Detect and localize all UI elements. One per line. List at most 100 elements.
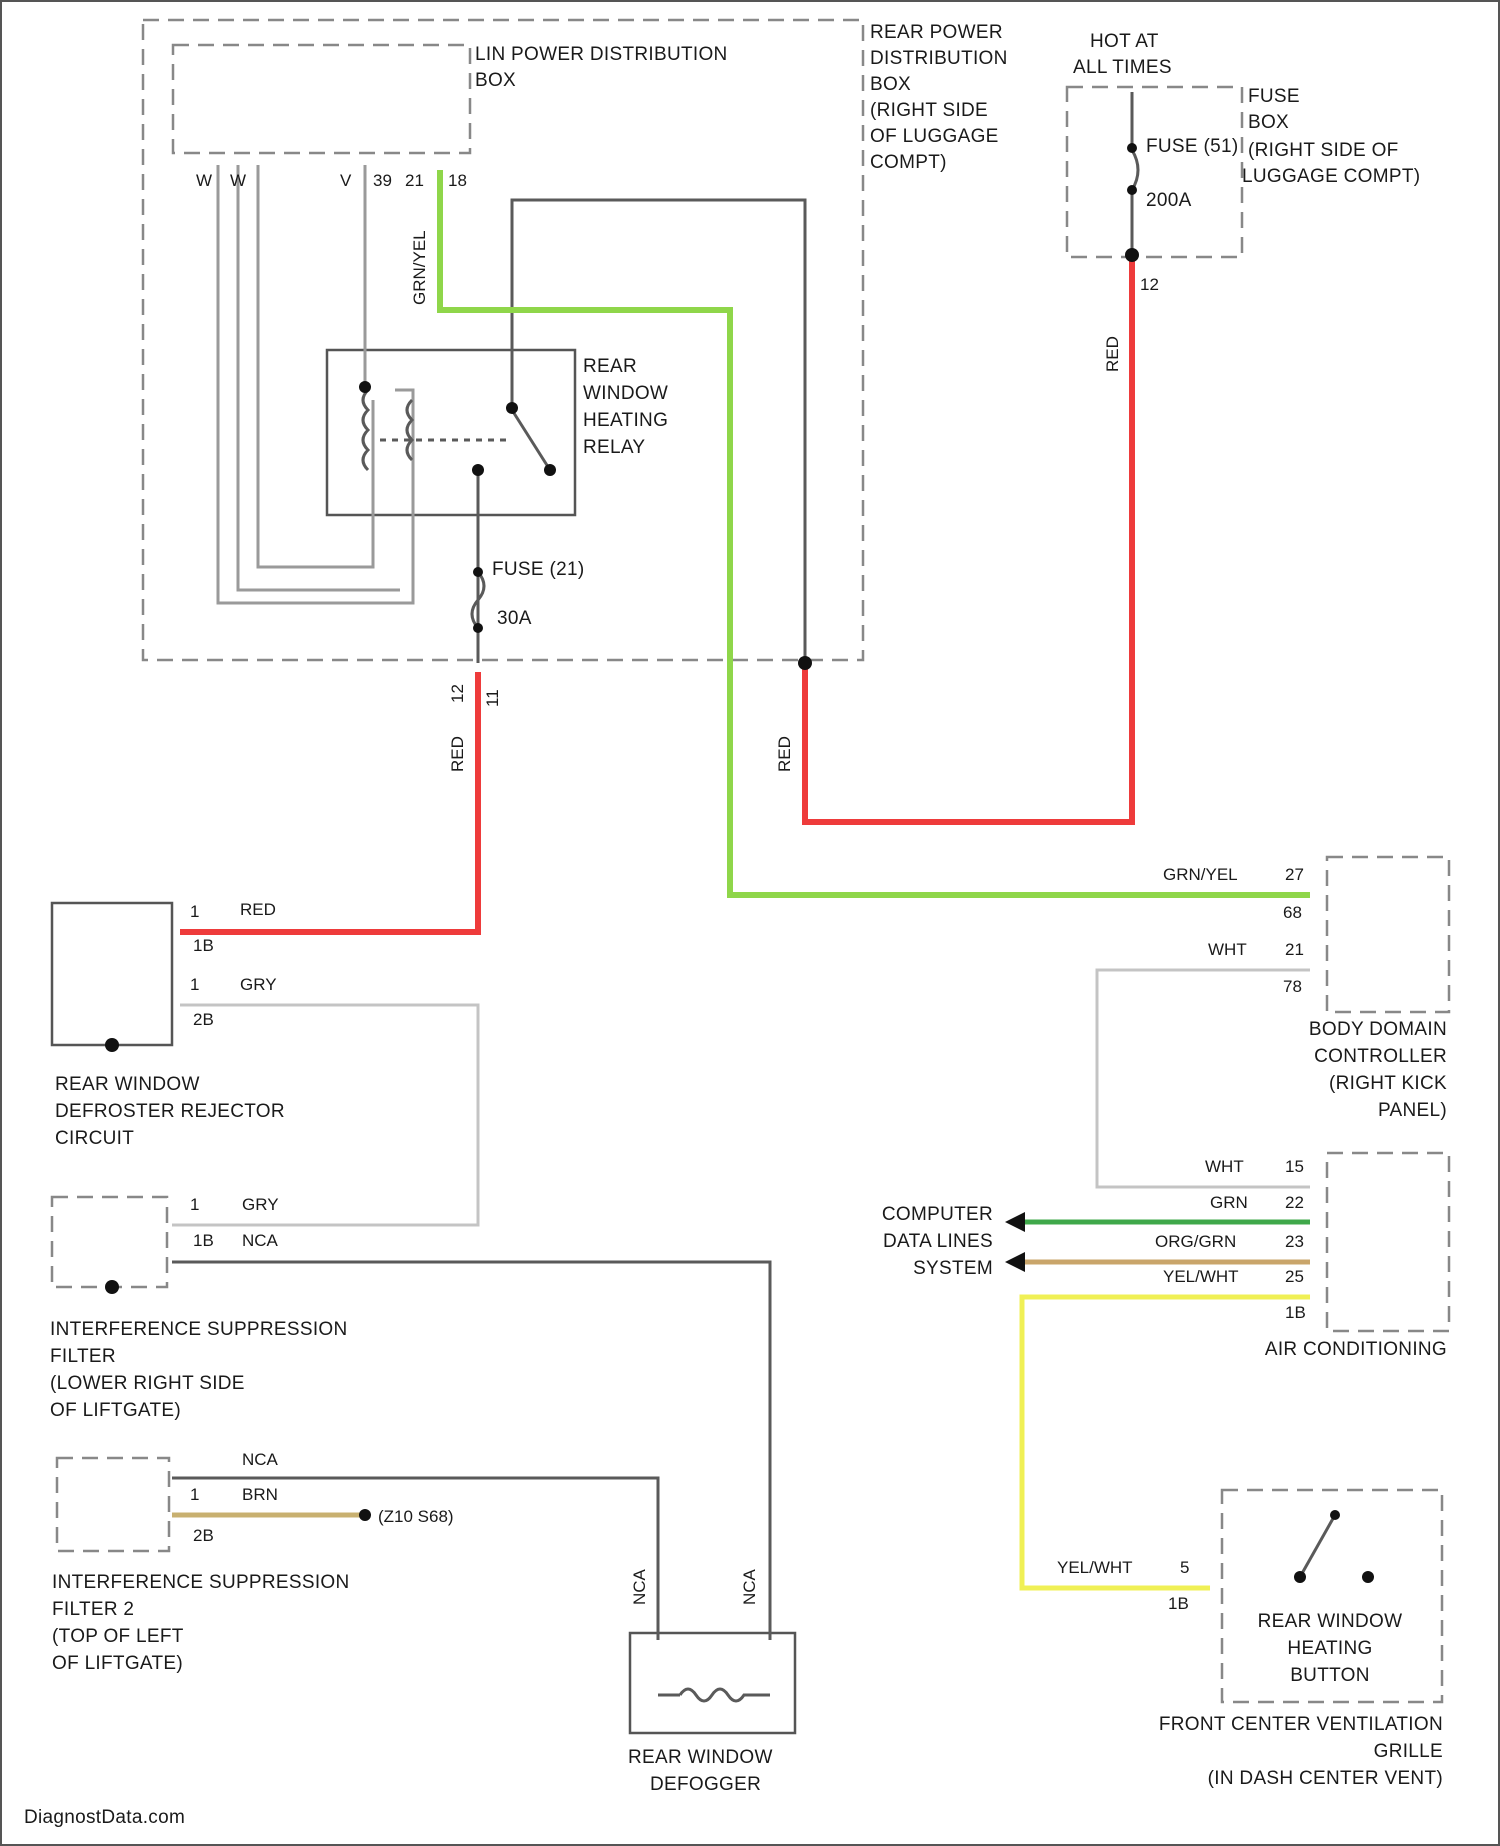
filter2-pin-1: 1 [190, 1485, 199, 1504]
grn-yel-vertical-label: GRN/YEL [410, 230, 429, 305]
fuse-box-label-2: BOX [1248, 112, 1289, 133]
rear-window-defogger-box [630, 1633, 795, 1733]
bdc-label-3: (RIGHT KICK [1329, 1073, 1447, 1094]
wht-bdc-label: WHT [1208, 940, 1247, 959]
filter2-label-4: OF LIFTGATE) [52, 1653, 183, 1674]
rejector-label-1: REAR WINDOW [55, 1074, 200, 1095]
filter1-pin-2: 1B [193, 1231, 214, 1250]
button-pin-2: 1B [1168, 1594, 1189, 1613]
bdc-pin-1: 27 [1285, 865, 1304, 884]
filter2-pin-2: 2B [193, 1526, 214, 1545]
nca-filter2-label: NCA [242, 1450, 279, 1469]
rejector-pin-4: 2B [193, 1010, 214, 1029]
interference-filter-2-box [57, 1458, 169, 1551]
rpd-pin-6: 18 [448, 171, 467, 190]
data-line-arrow-org [1005, 1252, 1025, 1272]
ac-label: AIR CONDITIONING [1265, 1339, 1447, 1360]
wire-red-fuse-to-rpd [805, 255, 1132, 822]
splice-dots [105, 143, 1374, 1583]
rpd-label-1: REAR POWER [870, 22, 1003, 43]
nca-defogger-left-label: NCA [630, 1568, 649, 1605]
wire-grn-yel [440, 170, 1310, 895]
rpd-label-4: (RIGHT SIDE [870, 100, 988, 121]
vent-grille-label-3: (IN DASH CENTER VENT) [1208, 1768, 1443, 1789]
filter2-label-3: (TOP OF LEFT [52, 1626, 184, 1647]
gry-filter1-label: GRY [242, 1195, 279, 1214]
rejector-pin-2: 1B [193, 936, 214, 955]
watermark: DiagnostData.com [24, 1807, 185, 1828]
rpd-bottom-pin-2: 11 [483, 689, 502, 707]
heating-button-switch [1300, 1515, 1335, 1577]
ac-pin-1: 15 [1285, 1157, 1304, 1176]
filter2-label-1: INTERFERENCE SUPPRESSION [52, 1572, 350, 1593]
brn-filter2-label: BRN [242, 1485, 278, 1504]
ac-pin-3: 23 [1285, 1232, 1304, 1251]
filter1-pin-1: 1 [190, 1195, 199, 1214]
fuse-box-pin: 12 [1140, 275, 1159, 294]
filter1-label-1: INTERFERENCE SUPPRESSION [50, 1319, 348, 1340]
wire-red-to-rejector [180, 672, 478, 932]
button-pin-1: 5 [1180, 1558, 1189, 1577]
lin-box-label-1: LIN POWER DISTRIBUTION [475, 44, 728, 65]
relay-label-3: HEATING [583, 410, 668, 431]
data-lines-label-2: DATA LINES [883, 1231, 993, 1252]
body-domain-controller-box [1327, 857, 1449, 1012]
red-rejector-label: RED [240, 900, 276, 919]
heating-button-label-2: HEATING [1287, 1638, 1372, 1659]
red-fuse-wire-label: RED [1103, 336, 1122, 372]
air-conditioning-box [1327, 1153, 1449, 1331]
defogger-label-1: REAR WINDOW [628, 1747, 773, 1768]
red-rpd-wire-label: RED [775, 736, 794, 772]
bdc-pin-4: 78 [1283, 977, 1302, 996]
hot-at-label-2: ALL TIMES [1073, 57, 1172, 78]
defogger-label-2: DEFOGGER [650, 1774, 761, 1795]
filter1-label-3: (LOWER RIGHT SIDE [50, 1373, 245, 1394]
ac-pin-4: 25 [1285, 1267, 1304, 1286]
data-line-arrow-grn [1005, 1212, 1025, 1232]
fuse-51-name: FUSE (51) [1146, 136, 1238, 157]
yel-wht-button-label: YEL/WHT [1057, 1558, 1133, 1577]
bdc-pin-2: 68 [1283, 903, 1302, 922]
heating-button-label-3: BUTTON [1290, 1665, 1370, 1686]
vent-grille-label-2: GRILLE [1374, 1741, 1443, 1762]
fuse-box-label-4: LUGGAGE COMPT) [1242, 166, 1420, 187]
rejector-pin-1: 1 [190, 902, 199, 921]
red-f2-wire-label: RED [448, 736, 467, 772]
data-lines-label-1: COMPUTER [882, 1204, 993, 1225]
yel-wht-ac-label: YEL/WHT [1163, 1267, 1239, 1286]
nca-defogger-right-label: NCA [740, 1568, 759, 1605]
relay-label-4: RELAY [583, 437, 645, 458]
ac-pin-2: 22 [1285, 1193, 1304, 1212]
rpd-label-5: OF LUGGAGE [870, 126, 999, 147]
lin-power-distribution-box [173, 45, 470, 153]
fuse-51-symbol [1132, 150, 1138, 190]
interference-filter-1-box [52, 1197, 167, 1287]
gry-rejector-label: GRY [240, 975, 277, 994]
filter2-label-2: FILTER 2 [52, 1599, 134, 1620]
org-grn-ac-label: ORG/GRN [1155, 1232, 1236, 1251]
rpd-label-2: DISTRIBUTION [870, 48, 1008, 69]
relay-label-1: REAR [583, 356, 637, 377]
rejector-pin-3: 1 [190, 975, 199, 994]
fuse-box-label-1: FUSE [1248, 86, 1300, 107]
wire-wht-bdc-ac [1097, 970, 1310, 1187]
fuse-21-rating: 30A [497, 608, 532, 629]
data-lines-label-3: SYSTEM [913, 1258, 993, 1279]
fuse-box [1067, 87, 1242, 257]
rpd-bottom-pin-1: 12 [448, 684, 467, 703]
hot-at-label-1: HOT AT [1090, 31, 1159, 52]
filter1-label-2: FILTER [50, 1346, 116, 1367]
filter1-label-4: OF LIFTGATE) [50, 1400, 181, 1421]
bdc-label-4: PANEL) [1378, 1100, 1447, 1121]
rpd-pin-4: 39 [373, 171, 392, 190]
rpd-label-3: BOX [870, 74, 911, 95]
rejector-label-2: DEFROSTER REJECTOR [55, 1101, 285, 1122]
ac-pin-5: 1B [1285, 1303, 1306, 1322]
relay-label-2: WINDOW [583, 383, 668, 404]
rpd-pin-1: W [196, 171, 212, 190]
rpd-label-6: COMPT) [870, 152, 947, 173]
fuse-box-label-3: (RIGHT SIDE OF [1248, 140, 1399, 161]
filter2-ground-ref: (Z10 S68) [378, 1507, 454, 1526]
